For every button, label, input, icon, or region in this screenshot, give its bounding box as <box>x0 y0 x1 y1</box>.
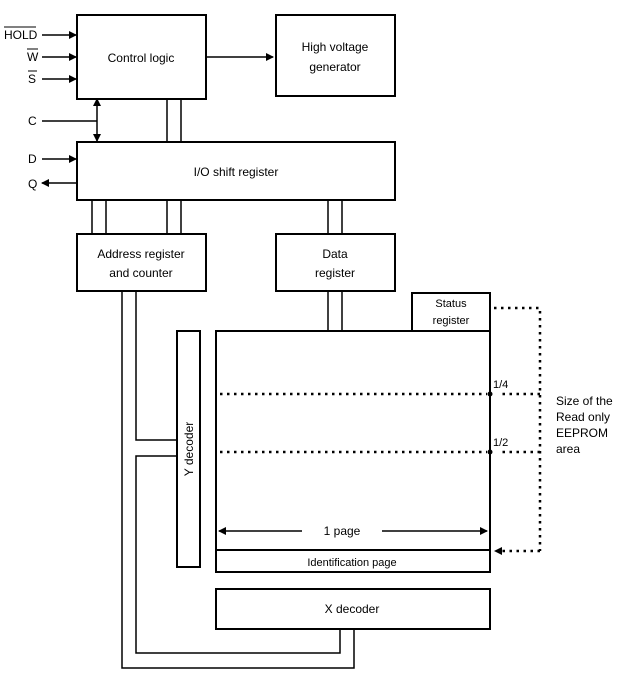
page-width-label: 1 page <box>324 524 361 538</box>
status-register-label-line1: Status <box>435 298 467 310</box>
address-to-xdecoder-outer <box>121 291 355 669</box>
address-register-block: Address register and counter <box>76 233 207 292</box>
io-shift-register-label: I/O shift register <box>194 165 279 179</box>
readonly-note-line2: Read only <box>556 410 610 424</box>
y-decoder-block: Y decoder <box>176 330 201 568</box>
control-logic-block: Control logic <box>76 14 207 100</box>
s-label: S <box>28 72 36 86</box>
data-register-block: Data register <box>275 233 396 292</box>
c-label: C <box>28 114 37 128</box>
quarter-marker-dot <box>487 391 493 397</box>
readonly-bracket <box>494 306 542 551</box>
data-register-label-line1: Data <box>322 247 348 261</box>
d-label: D <box>28 152 37 166</box>
readonly-size-note: Size of the Read only EEPROM area <box>556 394 613 456</box>
address-to-xdecoder-inner <box>135 455 341 654</box>
y-decoder-label: Y decoder <box>182 422 196 477</box>
identification-page-arrowhead <box>494 547 502 555</box>
status-register-block: Status register <box>411 292 491 332</box>
page-width-annotation: 1 page <box>218 524 488 538</box>
bus-lines <box>91 53 355 669</box>
quarter-mark-label: 1/4 <box>493 379 508 391</box>
q-label: Q <box>28 177 37 191</box>
half-marker-dot <box>487 449 493 455</box>
high-voltage-generator-block: High voltage generator <box>275 14 396 97</box>
address-to-ydecoder-upper <box>135 291 177 441</box>
address-register-label-line1: Address register <box>97 247 184 261</box>
address-register-label-line2: and counter <box>109 266 172 280</box>
readonly-area-markers: 1/4 1/2 <box>220 306 542 555</box>
data-register-label-line2: register <box>315 266 355 280</box>
readonly-note-line3: EEPROM <box>556 426 608 440</box>
hold-label: HOLD <box>4 28 38 42</box>
x-decoder-label: X decoder <box>325 602 380 616</box>
readonly-note-line4: area <box>556 442 580 456</box>
status-register-label-line2: register <box>433 315 470 327</box>
io-shift-register-block: I/O shift register <box>76 141 396 201</box>
identification-page-label: Identification page <box>307 557 396 569</box>
readonly-note-line1: Size of the <box>556 394 613 408</box>
high-voltage-label-line2: generator <box>309 60 360 74</box>
half-mark-label: 1/2 <box>493 437 508 449</box>
x-decoder-block: X decoder <box>215 588 491 630</box>
high-voltage-label-line1: High voltage <box>302 40 369 54</box>
control-logic-label: Control logic <box>108 51 175 65</box>
w-label: W <box>27 50 39 64</box>
input-signals: HOLD W S C D Q <box>4 26 101 191</box>
